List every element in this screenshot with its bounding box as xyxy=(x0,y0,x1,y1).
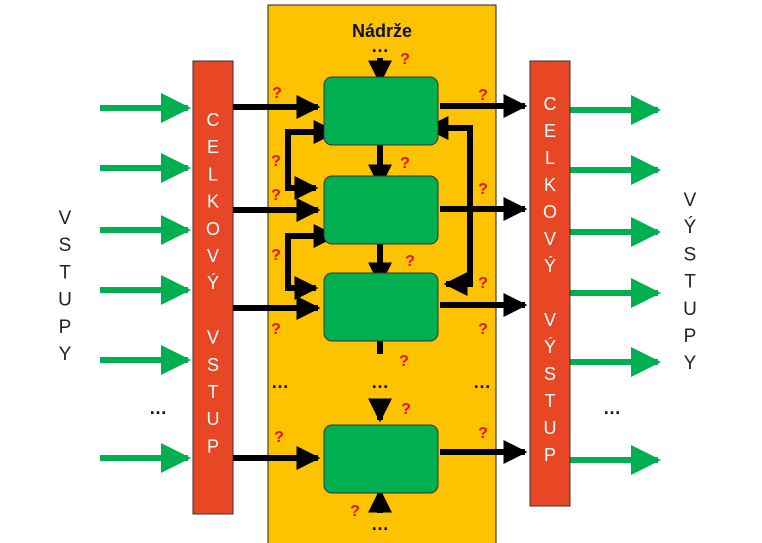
total-input-bar-letter: V xyxy=(207,246,219,266)
total-input-bar-letter: P xyxy=(207,436,219,456)
ellipsis: … xyxy=(271,372,289,392)
inputs-label-letter: U xyxy=(58,290,72,311)
total-input-bar-letter: Ý xyxy=(207,273,219,293)
total-input-bar-letter: L xyxy=(208,164,218,184)
unknown-flow-mark: ? xyxy=(400,155,410,172)
outputs-label-letter: Y xyxy=(684,353,697,374)
output-arrows xyxy=(570,95,661,475)
total-output-bar-letter: O xyxy=(543,202,557,222)
unknown-flow-mark: ? xyxy=(478,321,488,338)
unknown-flow-mark: ? xyxy=(271,153,281,170)
unknown-flow-mark: ? xyxy=(478,425,488,442)
total-input-bar-letter: O xyxy=(206,219,220,239)
total-output-bar-letter: V xyxy=(544,310,556,330)
outputs-label-letter: T xyxy=(684,272,696,293)
outputs-label-letter: S xyxy=(684,244,697,265)
ellipsis: … xyxy=(603,398,621,418)
outputs-label-letter: P xyxy=(684,326,697,347)
ellipsis: … xyxy=(473,372,491,392)
transfer-left-1-2 xyxy=(285,120,338,200)
total-output-bar-letter: V xyxy=(544,229,556,249)
total-output-bar xyxy=(529,60,571,507)
outputs-label-letter: V xyxy=(684,190,697,211)
tank-zone-title: Nádrže xyxy=(352,21,412,41)
total-input-bar-letter: V xyxy=(207,328,219,348)
tank-1 xyxy=(323,76,439,146)
tank-2 xyxy=(323,175,439,245)
ellipsis: … xyxy=(371,514,389,534)
transfer-right-1-3 xyxy=(424,116,473,296)
input-arrows xyxy=(100,93,191,473)
tanks xyxy=(323,76,439,494)
tank-4 xyxy=(323,424,439,494)
unknown-flow-mark: ? xyxy=(405,253,415,270)
total-output-bar-letter: T xyxy=(545,391,556,411)
total-output-bar-letter: Ý xyxy=(544,256,556,276)
total-input-bar-letter: E xyxy=(207,137,219,157)
total-input-bar-letter: T xyxy=(208,382,219,402)
inputs-label-letter: Y xyxy=(59,344,72,365)
total-output-bar-letter: E xyxy=(544,121,556,141)
ellipsis: … xyxy=(149,398,167,418)
unknown-flow-mark: ? xyxy=(478,181,488,198)
ellipsis: … xyxy=(371,372,389,392)
inputs-label-letter: S xyxy=(59,235,72,256)
inputs-label-letter: V xyxy=(59,208,72,229)
total-input-bar xyxy=(192,60,234,515)
unknown-flow-mark: ? xyxy=(478,87,488,104)
unknown-flow-mark: ? xyxy=(399,353,409,370)
unknown-flow-mark: ? xyxy=(401,401,411,418)
total-input-bar-letter: K xyxy=(207,192,219,212)
total-input-bar-letter: S xyxy=(207,355,219,375)
total-output-bar-letter: C xyxy=(544,94,557,114)
transfer-left-2-3 xyxy=(285,224,338,300)
unknown-flow-mark: ? xyxy=(271,321,281,338)
total-output-bar-letter: K xyxy=(544,175,556,195)
unknown-flow-mark: ? xyxy=(350,503,360,520)
unknown-flow-mark: ? xyxy=(272,85,282,102)
outputs-label-letter: U xyxy=(683,299,697,320)
ellipsis: … xyxy=(371,36,389,56)
inputs-label-letter: T xyxy=(59,262,71,283)
total-output-bar-letter: U xyxy=(544,418,557,438)
total-output-bar-letter: P xyxy=(544,445,556,465)
ellipses: … … … … … … … xyxy=(149,36,621,534)
total-output-bar-letter: L xyxy=(545,148,555,168)
unknown-flow-mark: ? xyxy=(274,429,284,446)
inputs-label-letter: P xyxy=(59,317,72,338)
unknown-flow-mark: ? xyxy=(271,187,281,204)
unknown-flow-mark: ? xyxy=(400,51,410,68)
unknown-flows: ????????????????? xyxy=(271,51,488,520)
total-output-bar-letter: S xyxy=(544,364,556,384)
unknown-flow-mark: ? xyxy=(271,247,281,264)
total-output-bar-letter: Ý xyxy=(544,337,556,357)
outputs-label-letter: Ý xyxy=(684,217,697,238)
total-input-bar-letter: U xyxy=(207,409,220,429)
total-input-bar-letter: C xyxy=(207,110,220,130)
unknown-flow-mark: ? xyxy=(478,275,488,292)
tank-3 xyxy=(323,272,439,342)
